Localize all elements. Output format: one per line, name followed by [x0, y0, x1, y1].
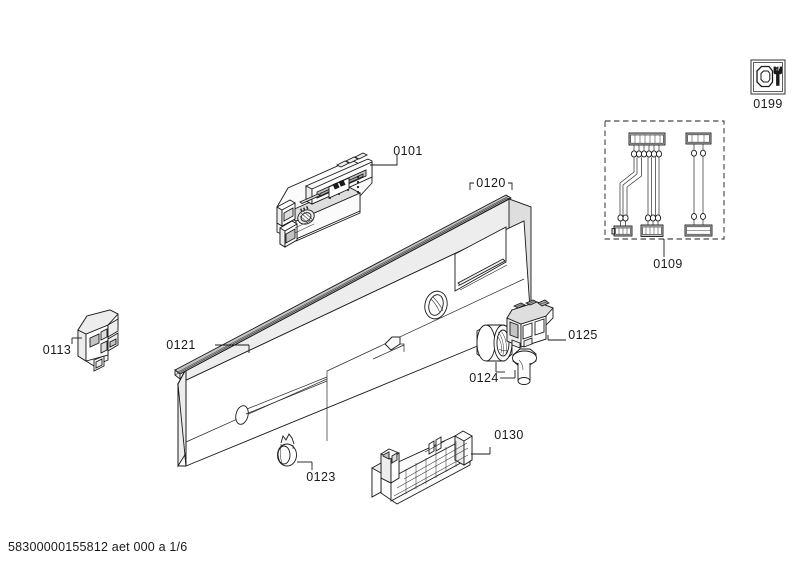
- part-label-0109: 0109: [653, 257, 682, 271]
- service-icon-0199: 0199: [750, 59, 786, 111]
- part-label-0121: 0121: [166, 338, 195, 352]
- part-group-0109: 0109: [604, 120, 725, 271]
- part-label-0101: 0101: [393, 144, 422, 158]
- part-label-0123: 0123: [306, 470, 335, 484]
- part-group-0101: 0101: [276, 144, 422, 248]
- part-group-0121: 0121: [166, 194, 512, 380]
- leader-0101: [370, 155, 398, 166]
- part-group-0113: 0113: [43, 309, 119, 372]
- harness-right: [684, 132, 713, 237]
- part-label-0125: 0125: [568, 328, 597, 342]
- part-group-0130: 0130: [371, 428, 523, 505]
- part-label-0130: 0130: [494, 428, 523, 442]
- push-button-cap: [500, 348, 537, 385]
- part-label-0124: 0124: [469, 371, 498, 385]
- part-label-0113: 0113: [43, 343, 71, 357]
- footer-document-code: 58300000155812 aet 000 a 1/6: [8, 540, 187, 554]
- dashed-enclosure-0109: [604, 120, 725, 240]
- part-group-0125: 0125: [506, 299, 597, 349]
- part-label-0120-text: 0120: [476, 176, 505, 190]
- harness-left: [611, 132, 666, 237]
- part-label-0199: 0199: [753, 97, 782, 111]
- part-group-0123: 0123: [277, 433, 335, 484]
- part-group-0120: 0120 0120: [176, 176, 532, 468]
